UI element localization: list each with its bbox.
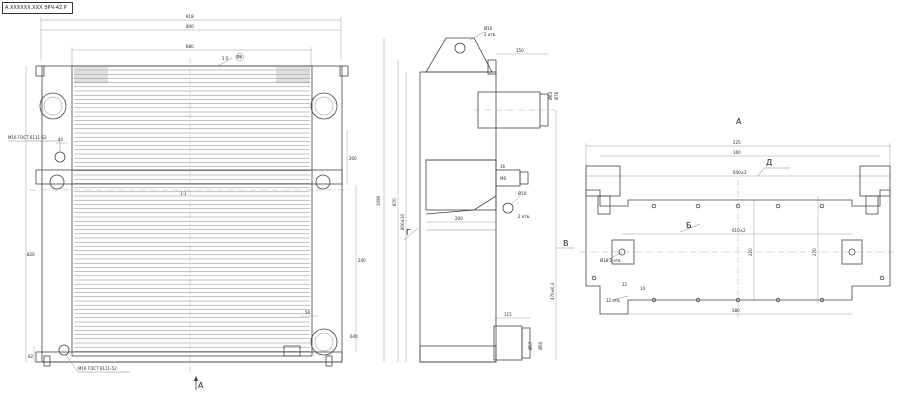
front-view: 818 800 680 1:5 Ø6 [8,14,366,390]
mounting-point [695,297,701,303]
side-pipe-top: Ø63 [548,91,553,100]
view-a: А 225 160 640±2 220 270 6 [580,117,895,320]
viewa-hole-note: Ø10 2 отв. [600,258,622,263]
mounting-point [775,203,781,209]
viewa-slot-note: 12 отв. [606,298,621,303]
view-label-b: Б [686,221,692,230]
side-bottom-w: 115 [504,312,512,317]
side-overall-h: 1090 [376,195,381,206]
side-h1: 870 [392,198,397,206]
dim-front-small-c: 40 [58,137,64,142]
side-mid-hole: Ø10 [518,191,527,196]
side-mid-hole-note: 2 отв. [518,214,530,219]
viewa-small2: 12 [622,282,628,287]
dim-front-side-low: 640 [350,334,358,339]
front-hole-note-top: М16 ГОСТ 6111-52 [8,135,47,140]
dim-front-small-a: 62 [28,354,34,359]
front-callout-num: Ø6 [237,55,243,60]
dim-front-side-top: 200 [349,156,357,161]
side-small: 16 [500,164,506,169]
mounting-point [819,203,825,209]
mounting-point [651,297,657,303]
dim-front-small-b: 50 [305,310,311,315]
side-pipe-top2: Ø76 [554,91,559,100]
viewa-b-width: 610±2 [732,228,746,233]
viewa-width-d: 640±2 [733,170,747,175]
dim-front-inner: 800 [186,24,194,29]
viewa-h1: 220 [748,248,753,256]
dim-front-overall: 818 [186,14,194,19]
side-top-hole-note: 2 отв. [484,32,496,37]
view-label-a-arrow: А [198,381,204,390]
mounting-point [775,297,781,303]
front-center-mark: 1:1 [180,191,187,196]
viewa-small: 14 [640,286,646,291]
viewa-bottom: 580 [732,308,740,313]
dim-front-vertical: 820 [27,252,35,257]
side-core-w: 200 [455,216,463,221]
side-pipe-bot2: Ø60 [538,341,543,350]
side-right-dim: 470±0,3 [550,282,555,300]
viewa-h2: 270 [812,248,817,256]
mounting-point [879,275,885,281]
front-hole-note-bottom: М16 ГОСТ 6111-52 [78,366,117,371]
dim-front-side-mid: 240 [358,258,366,263]
mounting-point [591,275,597,281]
mounting-point [695,203,701,209]
side-view: Ø16 2 отв. Ø63 Ø76 150 16 Ø10 2 отв. 200 [376,26,574,363]
viewa-dim-overall: 225 [733,140,741,145]
side-width-top: 150 [516,48,524,53]
title-stamp: А.ХХХХХХ.ХХХ ЭРЧ-42.Р [2,2,73,14]
front-callout-text: 1:5 [222,56,229,61]
side-top-hole: Ø16 [484,26,493,31]
view-label-v: В [563,239,569,248]
side-h2: 800±10 [400,213,405,230]
arrow-a-head [194,376,198,381]
side-thread: М6 [500,176,506,181]
viewa-dim-inner: 160 [733,150,741,155]
mounting-point [819,297,825,303]
dim-front-core: 680 [186,44,194,49]
radiator-fins [74,67,310,352]
view-label-d: Д [766,158,772,167]
mounting-point [651,203,657,209]
view-label-g: Г [406,228,411,237]
side-pipe-bot: Ø57 [528,341,533,350]
view-label-a-view: А [736,117,742,126]
